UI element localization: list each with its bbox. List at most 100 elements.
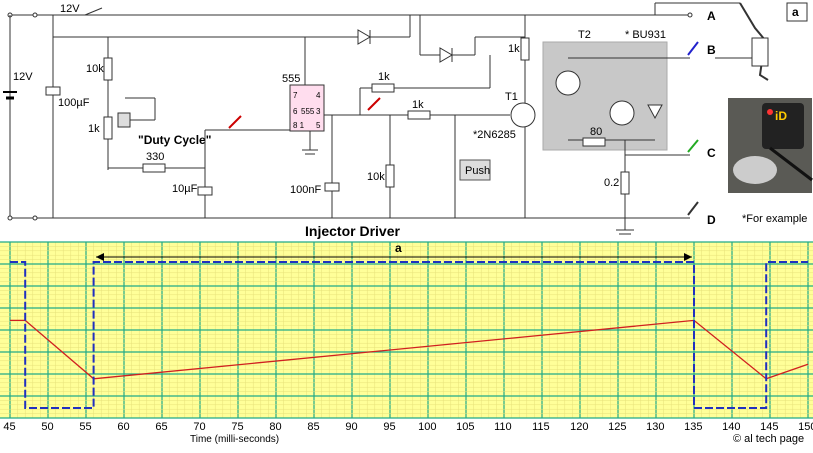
push-button-label: Push: [465, 165, 490, 177]
x-tick-label: 75: [231, 421, 243, 433]
resistor-10k-push-label: 10k: [367, 171, 385, 183]
resistor-10k: [103, 57, 113, 81]
resistor-80-label: 80: [590, 126, 602, 138]
resistor-1k-t1: [520, 37, 530, 61]
cap-100nf: [324, 182, 340, 192]
ic-pin: 4: [316, 91, 321, 100]
oscilloscope-trace: 45 50 55 60 65 70 75 80 85 90 95 100 105 110 115 120 125…: [0, 241, 813, 445]
schematic: 12V 12V 100µF 10k 1k "Duty Cycle" 330: [3, 2, 813, 239]
supply-switch[interactable]: [84, 7, 103, 16]
terminal-a-node[interactable]: [687, 12, 693, 18]
probe-icon: [687, 201, 699, 216]
x-tick-label: 135: [684, 421, 702, 433]
x-tick-label: 50: [41, 421, 53, 433]
terminal-b: B: [707, 43, 716, 57]
probe-icon: [687, 139, 699, 153]
rail-terminal: [32, 215, 38, 221]
resistor-330-label: 330: [146, 151, 164, 163]
ic-pin: 5: [316, 121, 321, 130]
probe-icon: [228, 115, 242, 129]
ic-body-label: 555: [301, 107, 315, 116]
ic-555: [289, 84, 325, 132]
x-axis-label: Time (milli-seconds): [190, 434, 279, 445]
x-tick-label: 120: [570, 421, 588, 433]
resistor-1k-base: [407, 110, 431, 120]
ic-555-label: 555: [282, 73, 300, 85]
scope-x-ticks: 45 50 55 60 65 70 75 80 85 90 95 100 105 110 115 120 125…: [3, 421, 813, 433]
marker-label: a: [395, 241, 402, 255]
ic-pin: 8 1: [293, 121, 305, 130]
probe-icon: [367, 97, 381, 111]
resistor-1k-led-label: 1k: [378, 71, 390, 83]
terminal-d: D: [707, 213, 716, 227]
transistor-t2a: [555, 70, 581, 96]
terminal-a: A: [707, 9, 716, 23]
led-icon: [439, 47, 453, 63]
ic-pin: 6: [293, 107, 298, 116]
x-tick-label: 125: [608, 421, 626, 433]
t2-part: * BU931: [625, 29, 666, 41]
diode-icon: [357, 29, 371, 45]
probe-photo: [728, 98, 813, 193]
resistor-02-label: 0.2: [604, 177, 619, 189]
cap-10uf: [197, 186, 213, 196]
x-tick-label: 140: [722, 421, 740, 433]
t2-label: T2: [578, 29, 591, 41]
corner-tag-box: [786, 2, 808, 22]
diode-icon: [647, 104, 663, 120]
for-example-note: *For example: [742, 213, 807, 225]
x-tick-label: 115: [532, 421, 550, 433]
rail-terminal: [32, 12, 38, 18]
series-line-1: [10, 319, 809, 380]
x-tick-label: 130: [646, 421, 664, 433]
corner-tag: a: [792, 5, 799, 19]
transistor-t1: [510, 102, 536, 128]
cap-100uf-label: 100µF: [58, 97, 90, 109]
schematic-title: Injector Driver: [305, 223, 400, 239]
x-tick-label: 100: [418, 421, 436, 433]
probe-label: iD: [775, 109, 787, 123]
push-button[interactable]: [459, 159, 491, 181]
resistor-10k-push: [385, 164, 395, 188]
x-tick-label: 90: [345, 421, 357, 433]
supply-switch-label: 12V: [60, 3, 80, 15]
pot-knob[interactable]: [117, 112, 131, 128]
scope-grid: [0, 241, 813, 419]
x-tick-label: 80: [269, 421, 281, 433]
resistor-80: [582, 137, 606, 147]
x-tick-label: 70: [193, 421, 205, 433]
resistor-1k-base-label: 1k: [412, 99, 424, 111]
cap-10uf-label: 10µF: [172, 183, 198, 195]
cap-100uf: [45, 86, 61, 96]
x-tick-label: 105: [456, 421, 474, 433]
resistor-1k-led: [371, 83, 395, 93]
x-tick-label: 145: [760, 421, 778, 433]
battery-label: 12V: [13, 71, 33, 83]
marker-arrow-right: [684, 253, 692, 261]
ic-pin: 3: [316, 107, 321, 116]
credit: © al tech page: [733, 433, 804, 445]
pot-label: 1k: [88, 123, 100, 135]
transistor-t2b: [609, 100, 635, 126]
resistor-1k-t1-label: 1k: [508, 43, 520, 55]
x-tick-label: 55: [79, 421, 91, 433]
marker-arrow-left: [96, 253, 104, 261]
x-tick-label: 150: [798, 421, 813, 433]
resistor-10k-label: 10k: [86, 63, 104, 75]
cap-100nf-label: 100nF: [290, 184, 321, 196]
x-tick-label: 85: [307, 421, 319, 433]
x-tick-label: 65: [155, 421, 167, 433]
resistor-330: [142, 163, 166, 173]
x-tick-label: 95: [383, 421, 395, 433]
x-tick-label: 110: [494, 421, 512, 433]
ic-pin: 7: [293, 91, 298, 100]
resistor-02: [620, 171, 630, 195]
series-line-2: [10, 261, 808, 409]
injector-icon: [715, 2, 769, 81]
t1-part: *2N6285: [473, 129, 516, 141]
x-tick-label: 60: [117, 421, 129, 433]
x-tick-label: 45: [3, 421, 15, 433]
probe-icon: [687, 41, 699, 56]
